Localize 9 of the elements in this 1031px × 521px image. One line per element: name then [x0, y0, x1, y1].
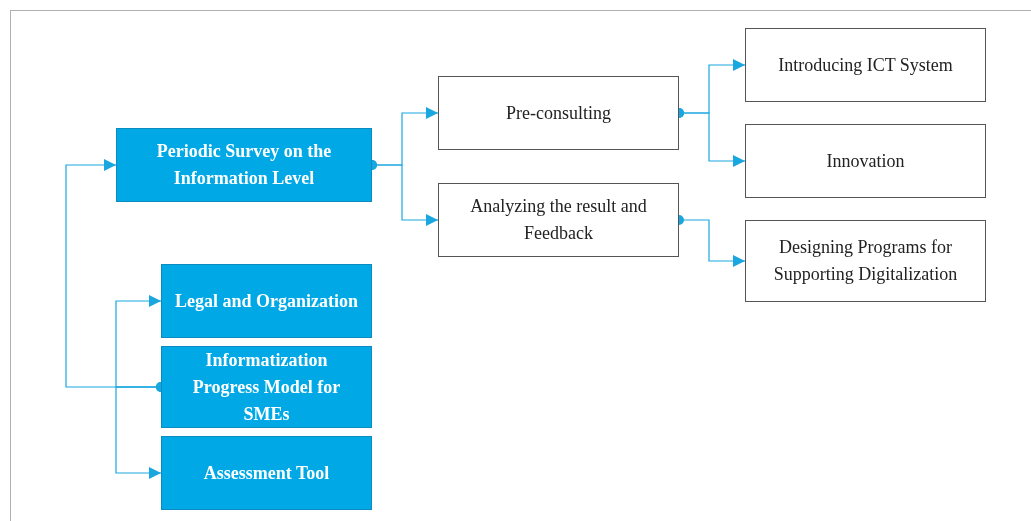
process-box: Pre-consulting — [438, 76, 679, 150]
highlighted-box: Informatization Progress Model for SMEs — [161, 346, 372, 428]
process-box: Analyzing the result and Feedback — [438, 183, 679, 257]
highlighted-box: Periodic Survey on the Information Level — [116, 128, 372, 202]
highlighted-box: Assessment Tool — [161, 436, 372, 510]
process-box: Innovation — [745, 124, 986, 198]
process-box: Designing Programs for Supporting Digitalization — [745, 220, 986, 302]
process-box: Introducing ICT System — [745, 28, 986, 102]
highlighted-box: Legal and Organization — [161, 264, 372, 338]
